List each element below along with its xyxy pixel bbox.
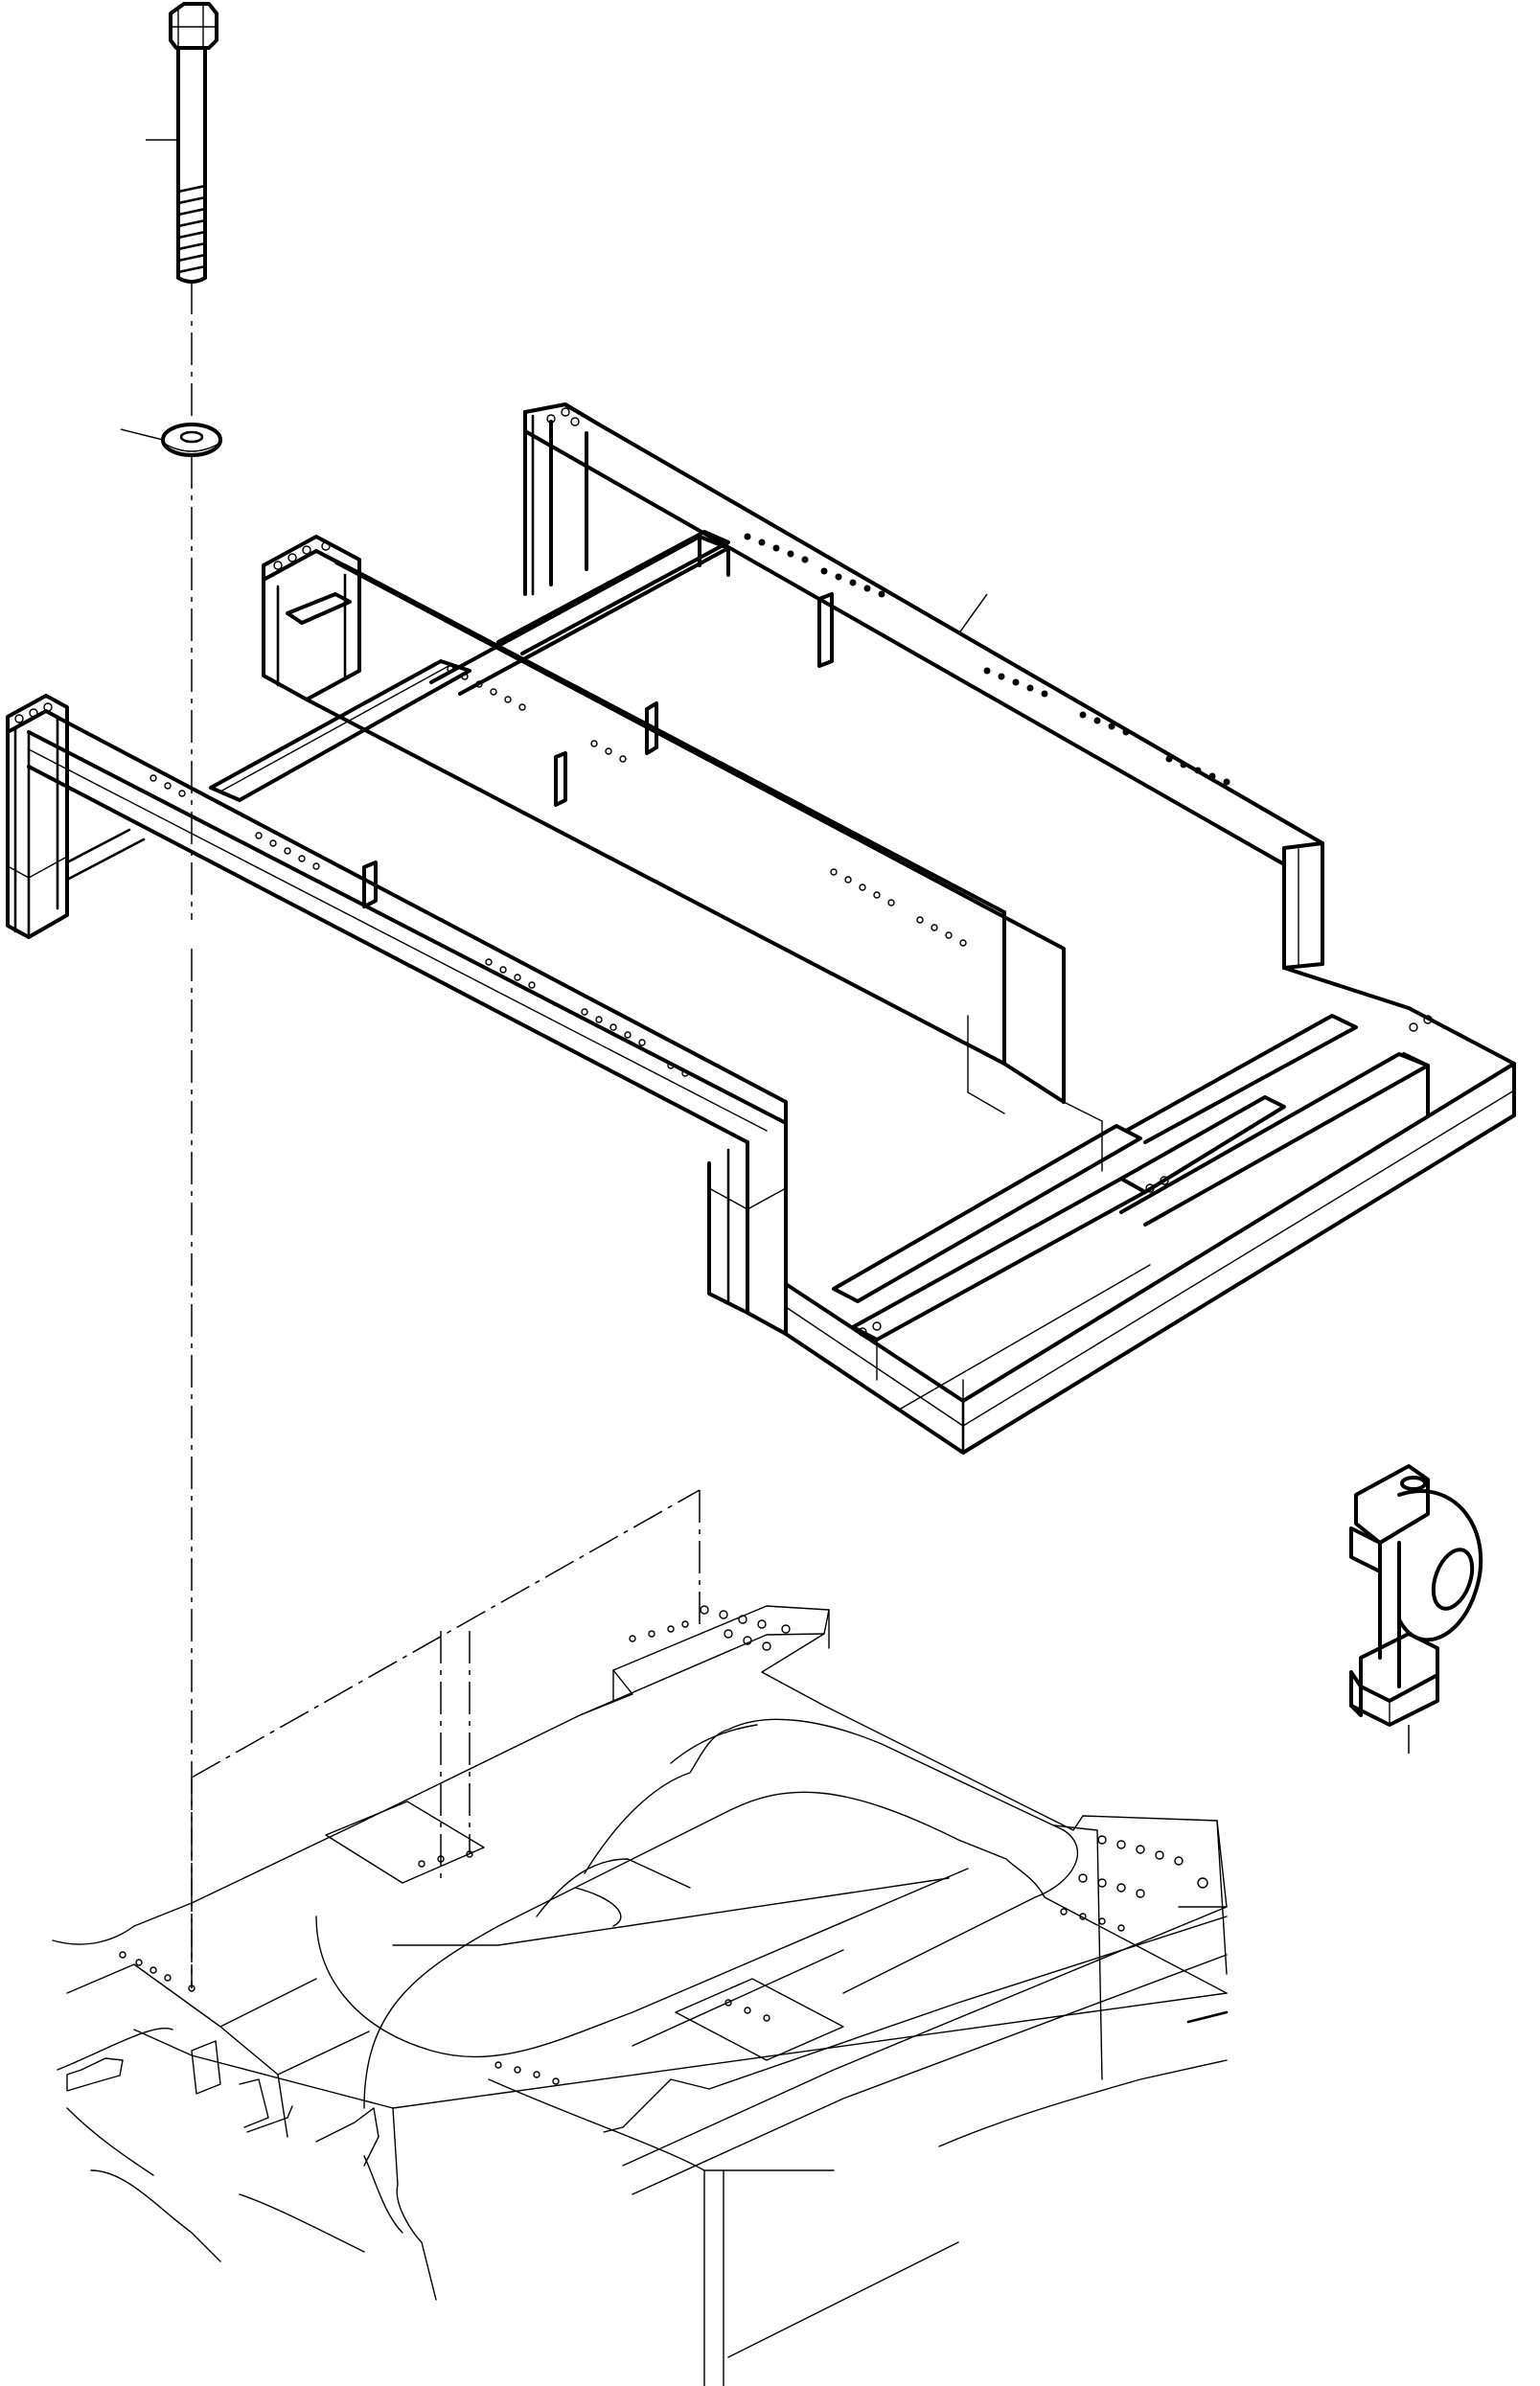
- subframe-assembly: [6, 402, 1516, 1455]
- flat-washer-icon: [161, 423, 222, 457]
- assembly-center-lines: [191, 282, 701, 1988]
- subframe-leader-line: [957, 593, 988, 635]
- washer-leader-line: [120, 428, 164, 441]
- hex-bolt-icon: [169, 2, 218, 284]
- rivet-pattern: [14, 407, 1433, 1337]
- mainframe: [52, 1605, 1229, 2386]
- lock-pin-icon: [1349, 1464, 1483, 1754]
- mainframe-hole-pattern: [119, 1605, 1208, 2085]
